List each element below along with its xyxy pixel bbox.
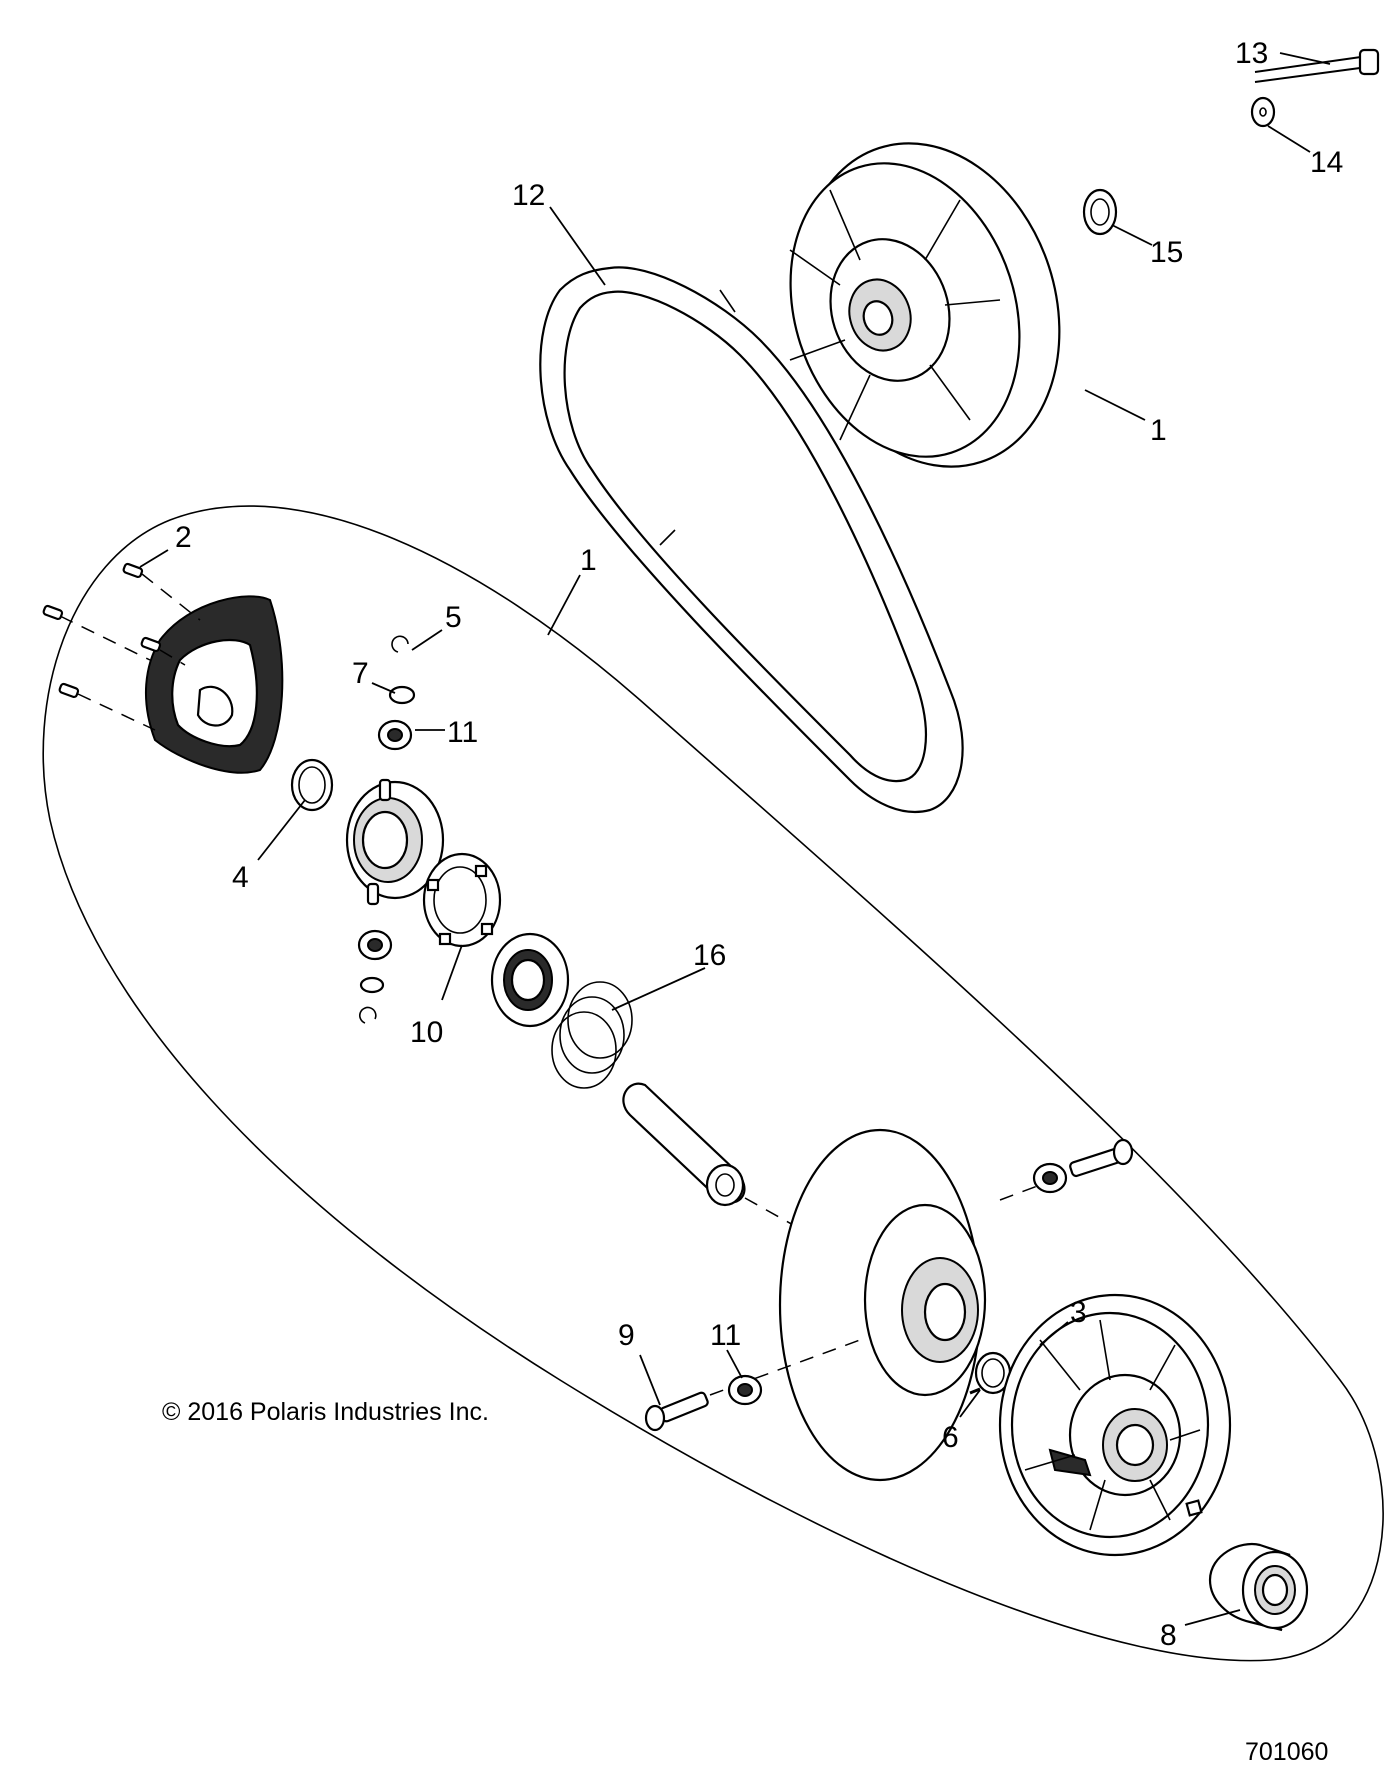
drive-belt [539,266,964,813]
callout-5: 5 [445,601,462,634]
clutch-bearing-plate [490,932,570,1028]
callout-14: 14 [1310,146,1343,179]
callout-11-upper: 11 [447,716,478,749]
callout-3: 3 [1070,1296,1087,1329]
sheave-bearing [1208,1542,1309,1632]
callout-10: 10 [410,1016,443,1049]
washer-lower [359,976,385,994]
callout-1-top: 1 [1150,414,1167,447]
callout-11-lower: 11 [710,1319,741,1352]
key [1185,1499,1203,1517]
callout-12: 12 [512,179,545,212]
dowel-pin-lower [969,1387,981,1395]
clutch-spring [551,981,633,1089]
e-clip-lower [359,1006,377,1024]
retaining-bolt [1254,48,1380,83]
callout-7: 7 [352,657,369,690]
copyright-notice: © 2016 Polaris Industries Inc. [162,1398,489,1426]
roller-pin [644,1391,709,1432]
roller-upper [377,719,413,751]
roller-carrier [345,778,445,906]
clutch-shaft [622,1082,746,1207]
callout-16: 16 [693,939,726,972]
assembly-boundary-oval [42,505,1384,1662]
roller-upper-sheave [1032,1162,1068,1194]
figure-number: 701060 [1245,1738,1328,1766]
callout-9: 9 [618,1319,635,1352]
callout-1-mid: 1 [580,544,597,577]
spacer-ring [1082,188,1118,236]
callout-4: 4 [232,861,249,894]
snap-ring [290,758,334,812]
callout-6: 6 [942,1421,959,1454]
moveable-sheave [778,1128,987,1482]
roller-lower-sheave [727,1374,763,1406]
washer-upper [388,685,416,705]
secondary-clutch-sheave [789,142,1061,468]
e-clip-upper [391,635,409,653]
callout-2: 2 [175,521,192,554]
callout-13: 13 [1235,37,1268,70]
roller-lower [357,929,393,961]
bolt-washer [1250,96,1276,128]
callout-15: 15 [1150,236,1183,269]
cover-screws [42,562,162,699]
retaining-ring [974,1351,1012,1395]
stationary-sheave [998,1293,1232,1557]
roller-pin-upper [1069,1138,1134,1178]
tabbed-washer [422,852,502,948]
helix-cover [145,595,284,774]
callout-8: 8 [1160,1619,1177,1652]
bolt-washer-hole [1259,107,1267,117]
